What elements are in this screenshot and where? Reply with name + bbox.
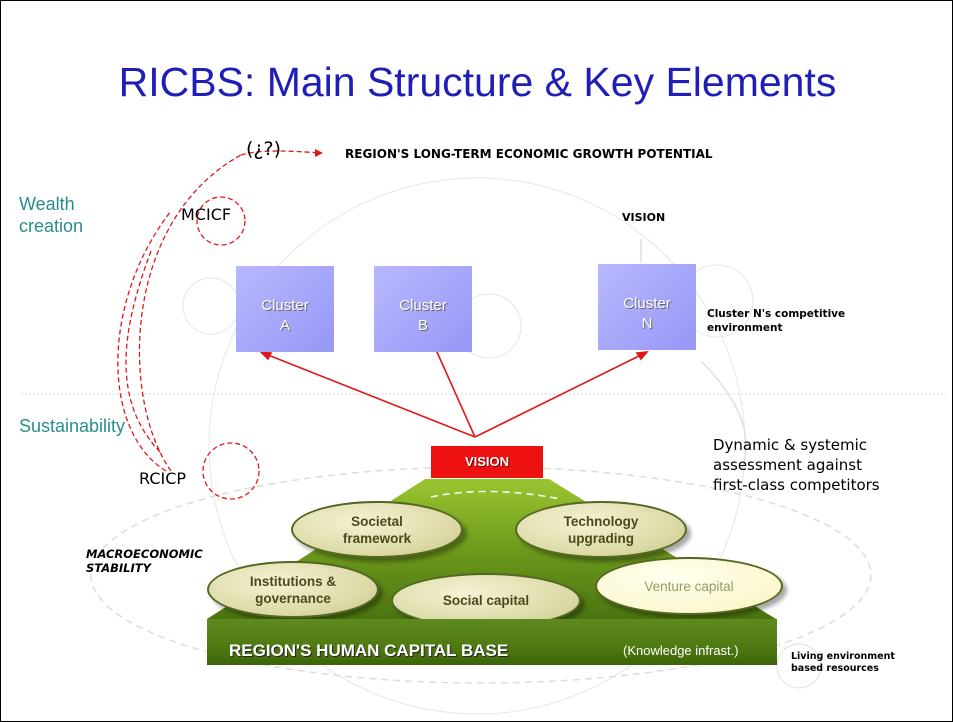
- pillar-societal-framework: Societal framework: [291, 501, 463, 558]
- mcicf-label: MCICF: [181, 205, 232, 224]
- pyramid-highlight: [430, 490, 562, 500]
- living-loop: [776, 643, 822, 689]
- cluster-n: Cluster N: [598, 264, 696, 350]
- pillar-social-capital: Social capital: [391, 573, 581, 628]
- loop-circle-a: [182, 277, 240, 335]
- pyramid-orbit: [90, 466, 872, 684]
- cluster-a: Cluster A: [236, 266, 334, 352]
- loop-rcicp-to-mcicf: [117, 210, 172, 472]
- loop-to-question: [138, 154, 242, 472]
- cluster-a-line2: A: [279, 317, 290, 334]
- cluster-n-environment-label: Cluster N's competitive environment: [707, 308, 846, 334]
- cluster-n-line2: N: [641, 315, 653, 332]
- vision-top-label: VISION: [622, 211, 666, 224]
- loop-mcicf-to-rcicp: [125, 250, 162, 454]
- vision-arrows: [258, 338, 649, 438]
- knowledge-infrastructure-label: (Knowledge infrast.): [623, 643, 739, 658]
- mcicf-loop: [196, 196, 246, 246]
- question-label: (¿?): [246, 138, 281, 160]
- dynamic-assessment-label: Dynamic & systemic assessment against fi…: [713, 436, 880, 494]
- macroeconomic-stability-label: MACROECONOMIC STABILITY: [86, 547, 203, 575]
- slide-title: RICBS: Main Structure & Key Elements: [118, 59, 837, 105]
- human-capital-base-bar: [207, 619, 777, 665]
- pillar-venture-capital: Venture capital: [595, 557, 783, 615]
- vision-box: VISION: [431, 446, 543, 478]
- cluster-b-line2: B: [417, 317, 428, 334]
- pillar-technology-upgrading: Technology upgrading: [515, 501, 687, 558]
- rcicp-loop: [202, 442, 260, 500]
- sustainability-label: Sustainability: [19, 416, 126, 436]
- growth-potential-label: REGION'S LONG-TERM ECONOMIC GROWTH POTEN…: [345, 147, 713, 161]
- cluster-n-line1: Cluster: [623, 295, 671, 312]
- living-environment-label: Living environment based resources: [791, 651, 895, 674]
- arrow-head-growth: [315, 149, 323, 157]
- rcicp-label: RCICP: [139, 469, 187, 488]
- cluster-b: Cluster B: [374, 266, 472, 352]
- human-capital-base-label: REGION'S HUMAN CAPITAL BASE: [229, 641, 509, 660]
- outer-circle: [208, 177, 746, 715]
- env-curve: [700, 360, 747, 472]
- wealth-creation-label: Wealth creation: [19, 194, 84, 236]
- cluster-b-line1: Cluster: [399, 297, 447, 314]
- cluster-a-line1: Cluster: [261, 297, 309, 314]
- pillar-institutions-governance: Institutions & governance: [207, 561, 379, 618]
- arrow-to-growth: [240, 150, 322, 156]
